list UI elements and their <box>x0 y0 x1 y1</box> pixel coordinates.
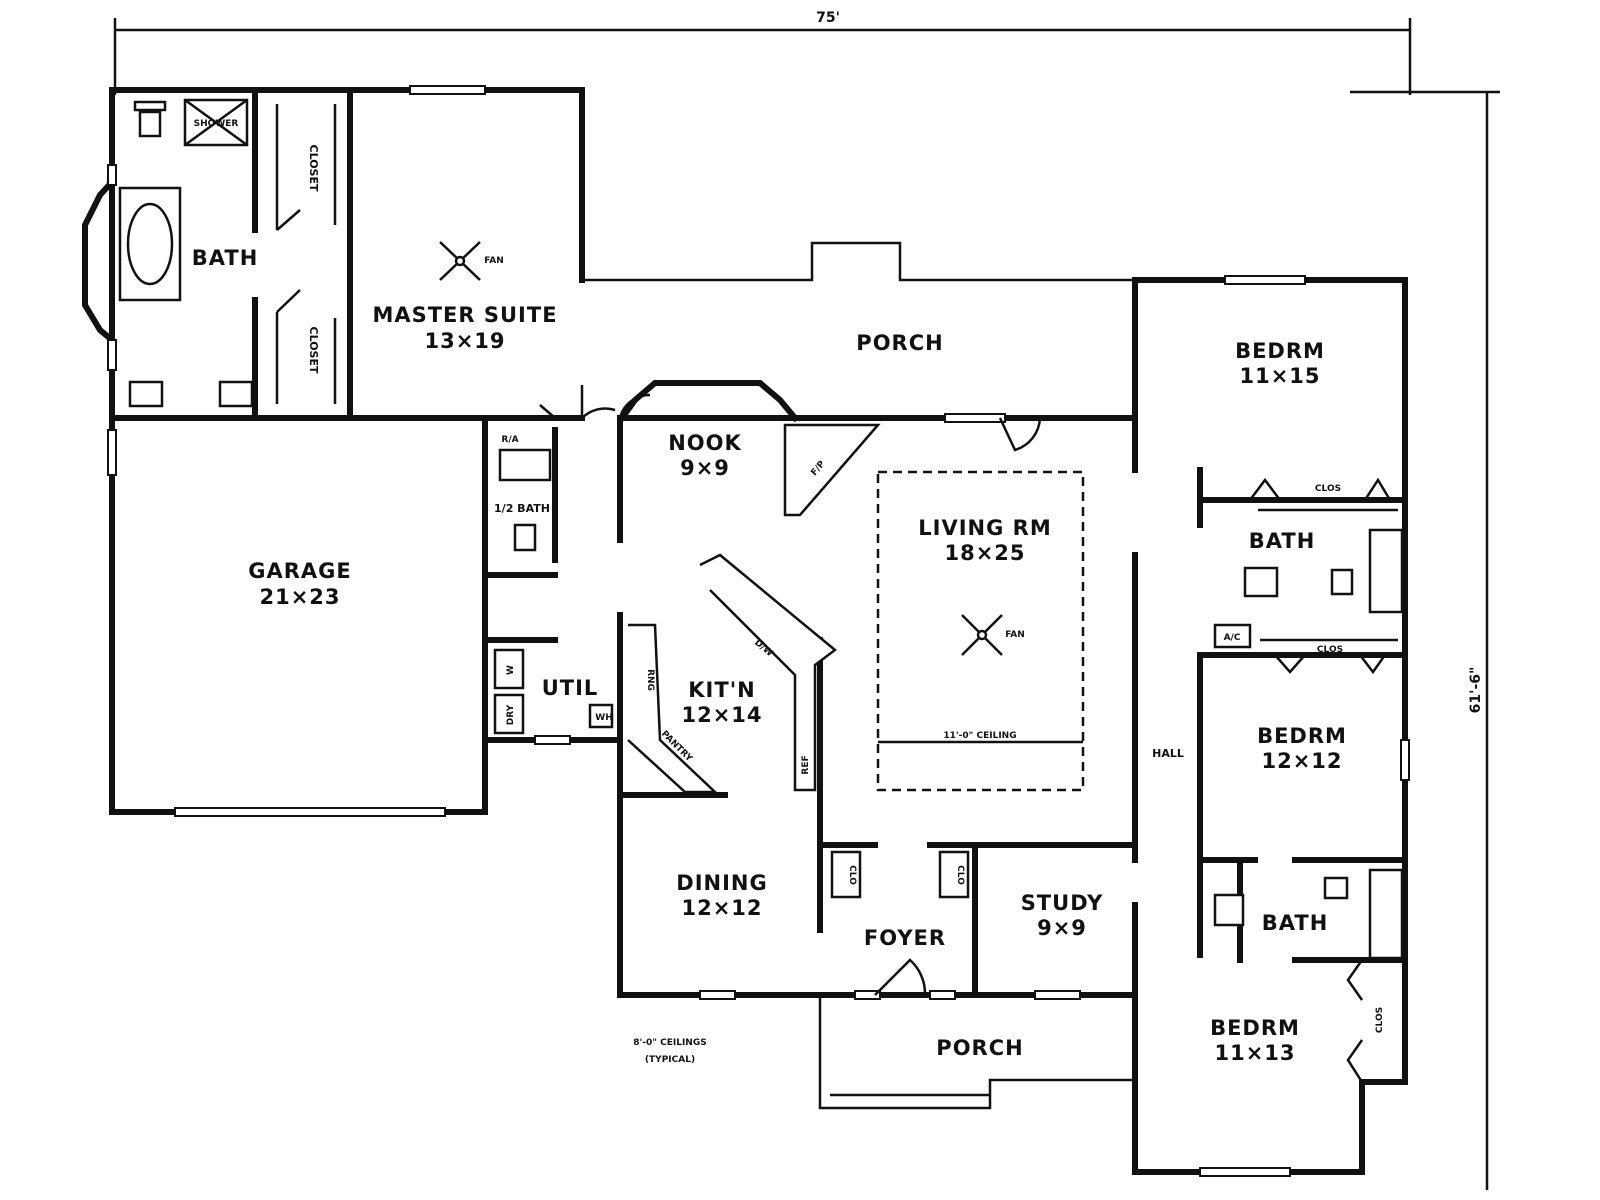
clo-left-label: CLO <box>847 865 857 885</box>
hall-label: HALL <box>1152 747 1184 760</box>
room-labels: MASTER SUITE 13×19 BATH SHOWER CLOSET CL… <box>192 119 1347 1065</box>
clos-lower-label: CLOS <box>1317 645 1343 655</box>
study-name: STUDY <box>1021 891 1104 915</box>
garage-name: GARAGE <box>248 559 352 583</box>
clo-right-label: CLO <box>955 865 965 885</box>
closet-upper-label: CLOSET <box>307 145 320 192</box>
master-bath-name: BATH <box>192 246 259 270</box>
shower-label: SHOWER <box>194 119 239 129</box>
width-label: 75' <box>816 10 840 26</box>
dimension-width: 75' <box>113 10 1412 95</box>
fan-living-icon <box>961 614 1003 656</box>
living-room-size: 18×25 <box>944 541 1025 565</box>
doors <box>276 209 1392 1083</box>
nook-size: 9×9 <box>680 456 730 480</box>
bath-lower-label: BATH <box>1262 911 1329 935</box>
ceiling-notes: 8'-0" CEILINGS (TYPICAL) <box>633 1038 706 1065</box>
kitchen-name: KIT'N <box>688 678 755 702</box>
master-suite-size: 13×19 <box>424 329 505 353</box>
dimension-depth: 61'-6" <box>1350 90 1500 1190</box>
ceiling-note-line2: (TYPICAL) <box>645 1055 695 1065</box>
porch-front-label: PORCH <box>936 1036 1023 1060</box>
fan-living-label: FAN <box>1005 630 1025 640</box>
foyer-label: FOYER <box>864 926 946 950</box>
walls <box>82 87 1408 1175</box>
bedroom-3-size: 11×13 <box>1214 1041 1295 1065</box>
nook-name: NOOK <box>668 431 742 455</box>
dining-size: 12×12 <box>681 896 762 920</box>
washer-label: W <box>506 665 516 675</box>
windows <box>107 85 1410 1177</box>
range-label: RNG <box>645 669 655 691</box>
depth-label: 61'-6" <box>1468 667 1484 714</box>
util-label: UTIL <box>542 676 599 700</box>
bedroom-3-name: BEDRM <box>1210 1016 1300 1040</box>
study-size: 9×9 <box>1037 916 1087 940</box>
garage-size: 21×23 <box>259 585 340 609</box>
bedroom-2-size: 12×12 <box>1261 749 1342 773</box>
living-ceiling-outline <box>876 470 1085 792</box>
fan-master-icon <box>439 241 481 281</box>
bath-upper-label: BATH <box>1249 529 1316 553</box>
half-bath-label: 1/2 BATH <box>494 502 550 515</box>
closet-lower-label: CLOSET <box>307 327 320 374</box>
ceiling-note-line1: 8'-0" CEILINGS <box>633 1038 706 1048</box>
bedroom-1-name: BEDRM <box>1235 339 1325 363</box>
living-room-name: LIVING RM <box>918 516 1051 540</box>
ac-label: A/C <box>1224 633 1241 643</box>
kitchen-size: 12×14 <box>681 703 762 727</box>
ref-label: REF <box>801 755 811 774</box>
clos-upper-label: CLOS <box>1315 484 1341 494</box>
bedroom-2-name: BEDRM <box>1257 724 1347 748</box>
fan-master-label: FAN <box>484 256 504 266</box>
fixtures <box>118 98 1404 960</box>
living-ceiling-note: 11'-0" CEILING <box>943 731 1016 741</box>
dining-name: DINING <box>676 871 767 895</box>
ra-label: R/A <box>501 435 518 445</box>
porch-rear-label: PORCH <box>856 331 943 355</box>
bedroom-1-size: 11×15 <box>1239 364 1320 388</box>
wh-label: WH <box>595 713 612 723</box>
clos-bedroom3-label: CLOS <box>1375 1007 1385 1033</box>
master-suite-name: MASTER SUITE <box>372 303 557 327</box>
dryer-label: DRY <box>506 704 516 725</box>
